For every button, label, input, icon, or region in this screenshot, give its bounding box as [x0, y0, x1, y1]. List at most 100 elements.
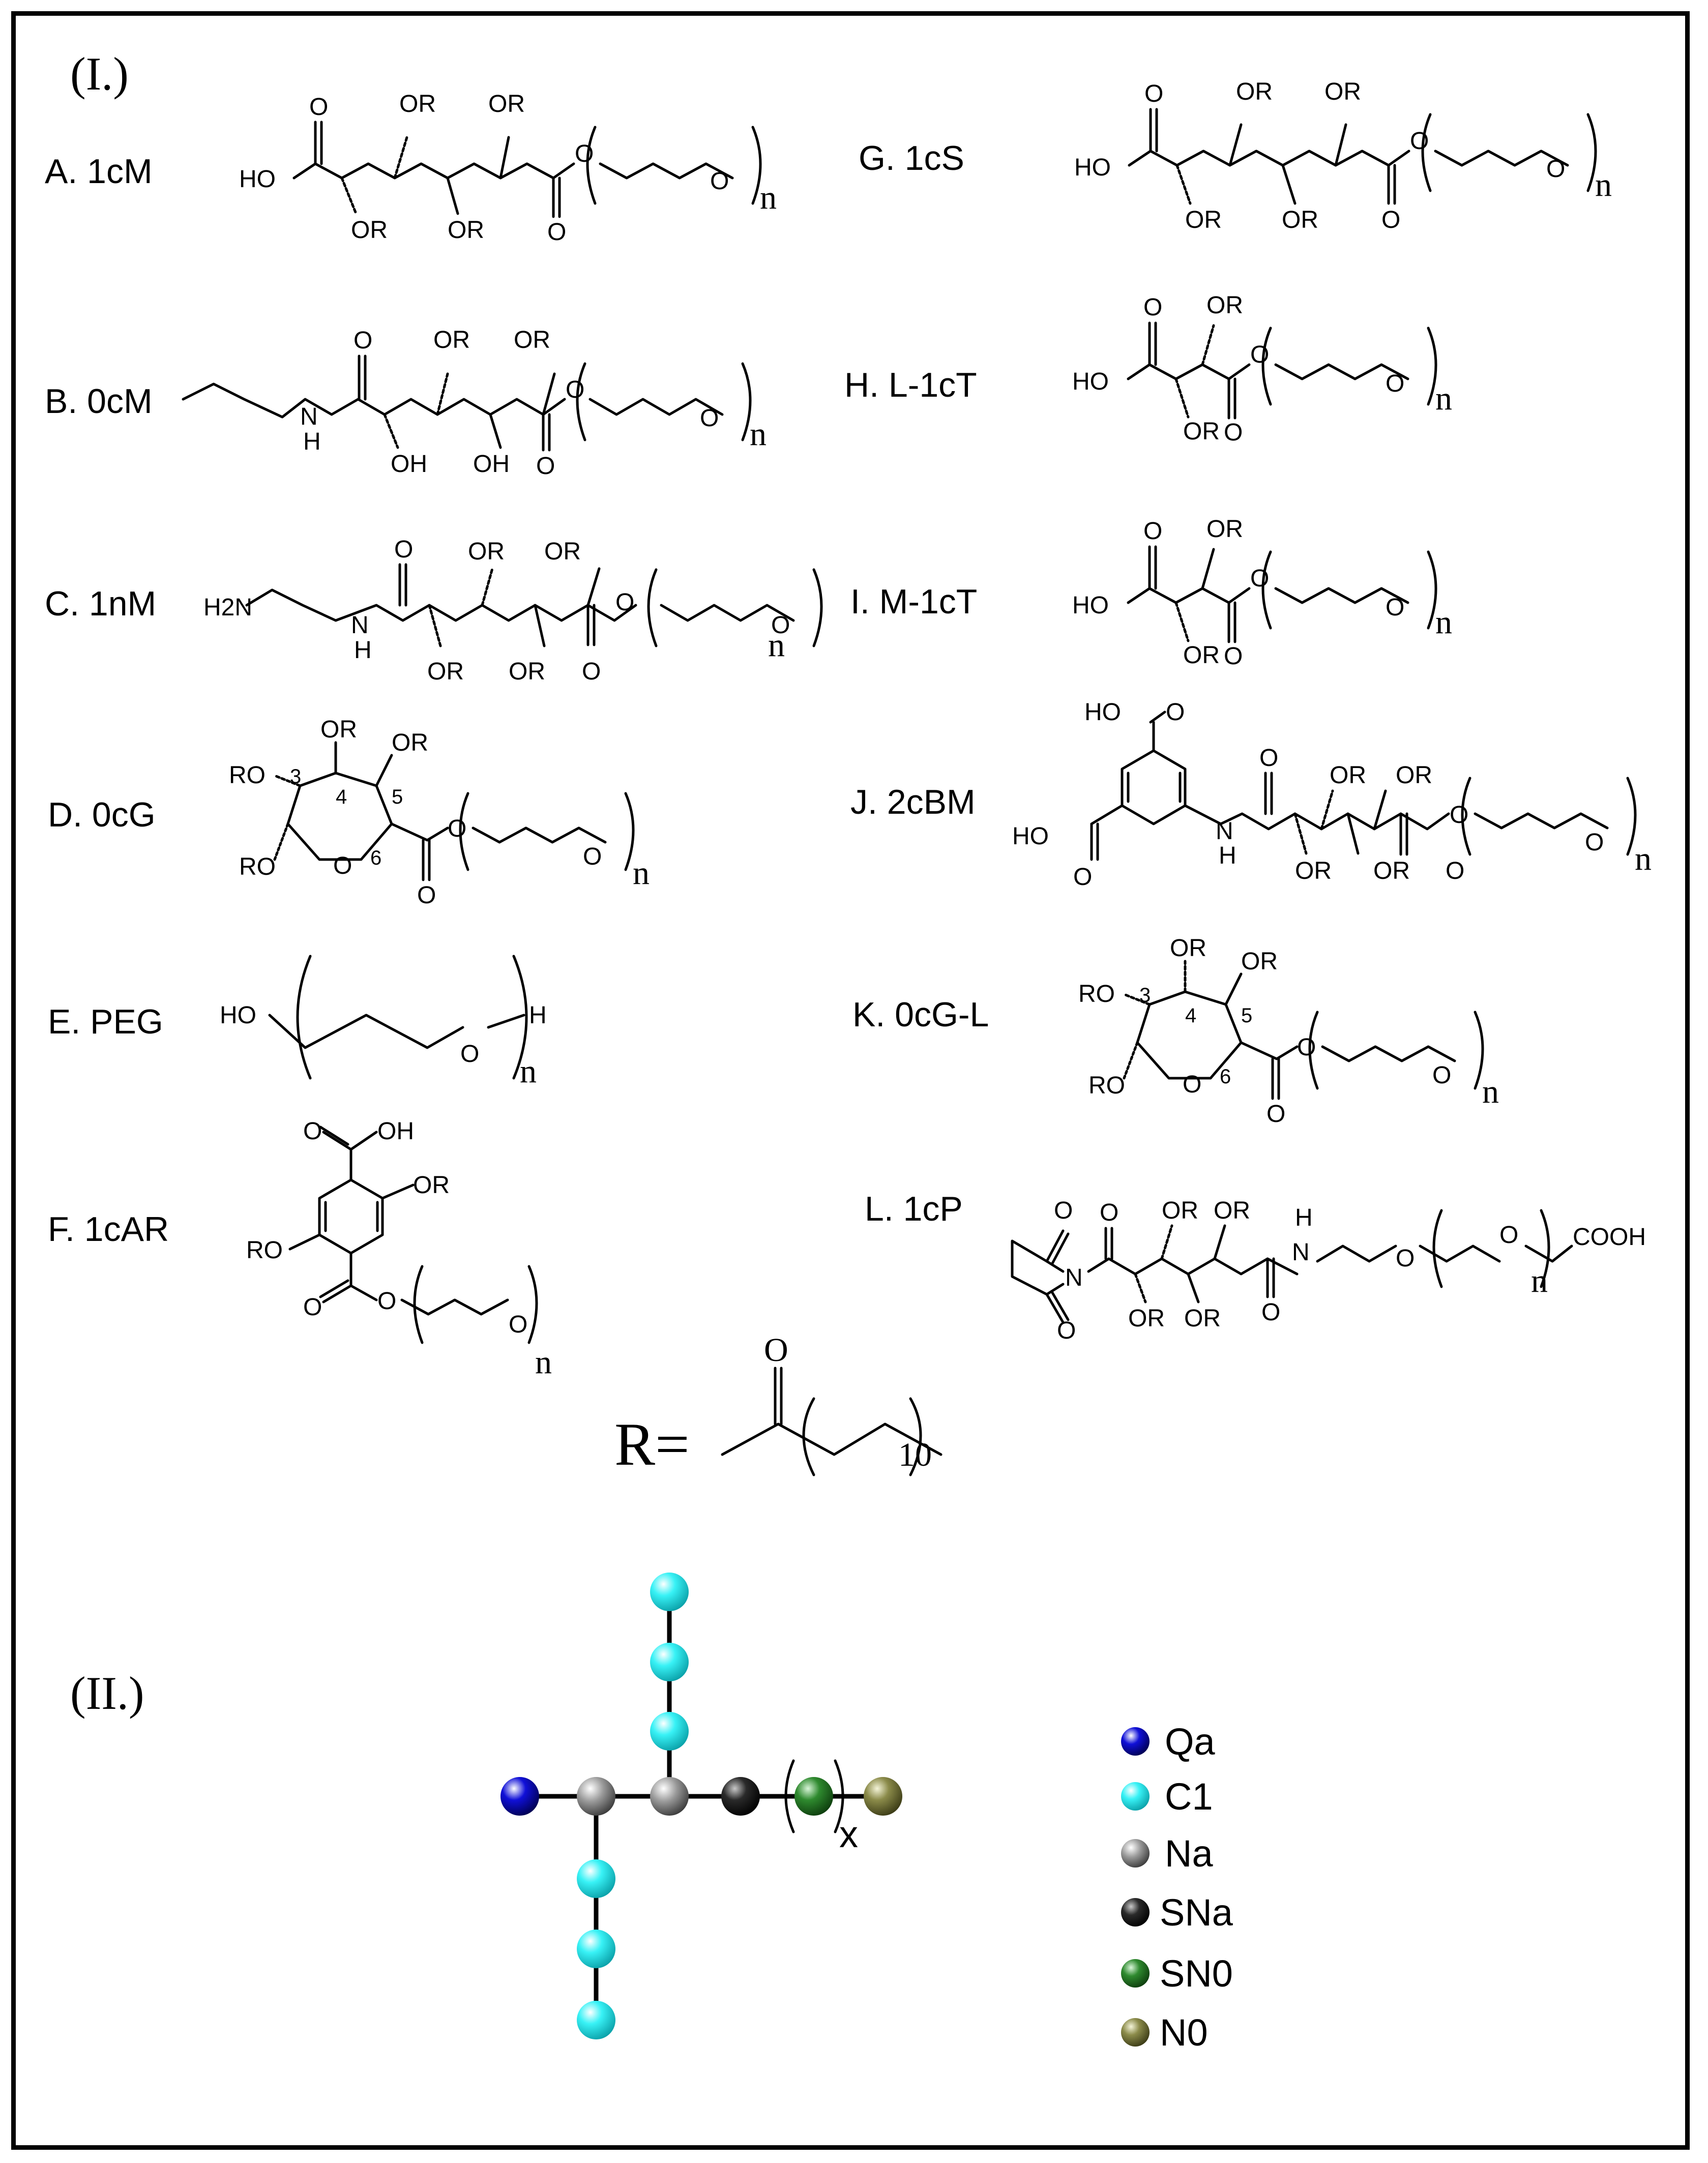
bead-c1: [577, 1859, 615, 1898]
bead-c1: [650, 1573, 689, 1611]
atom-label: O: [1166, 699, 1185, 726]
section-heading-2: (II.): [70, 1667, 144, 1719]
atom-label: O: [1432, 1062, 1451, 1089]
atom-label: O: [615, 589, 634, 616]
structure-j: HO O HO O N H O OR OR OR OR O O O n: [1012, 699, 1652, 891]
compound-label-b: B. 0cM: [45, 382, 153, 421]
legend-swatch-qa: [1121, 1727, 1150, 1756]
atom-label: OR: [1184, 1305, 1221, 1332]
atom-label: HO: [1074, 154, 1111, 181]
atom-label: O: [1143, 294, 1162, 321]
atom-label: O: [1386, 370, 1404, 397]
atom-label: OR: [1324, 78, 1361, 105]
atom-label: O: [303, 1294, 322, 1321]
atom-label: O: [764, 1331, 788, 1369]
atom-label: OH: [391, 451, 427, 478]
compound-label-j: J. 2cBM: [850, 783, 976, 821]
atom-label: O: [582, 658, 601, 685]
atom-label: O: [536, 453, 555, 480]
atom-label: RO: [229, 762, 266, 789]
atom-label: O: [1143, 518, 1162, 545]
r-group-label: R=: [614, 1410, 690, 1478]
atom-label: OR: [1295, 857, 1332, 884]
atom-label: O: [1450, 802, 1468, 828]
structure-h: HO O OR OR O O O n: [1072, 292, 1452, 446]
position-label: 4: [336, 786, 347, 808]
figure-frame: [11, 11, 1690, 2150]
atom-label: O: [547, 219, 566, 246]
bead-c1: [577, 2001, 615, 2039]
atom-label: HO: [1072, 592, 1109, 619]
atom-label: O: [710, 168, 729, 195]
atom-label: O: [1259, 745, 1278, 772]
atom-label: O: [1054, 1197, 1073, 1224]
compound-label-a: A. 1cM: [45, 152, 153, 191]
atom-label: OR: [544, 538, 581, 565]
atom-label: OR: [1206, 292, 1243, 319]
atom-label: N: [1292, 1239, 1310, 1266]
atom-label: H: [529, 1002, 547, 1029]
atom-label: O: [1224, 643, 1243, 670]
atom-label: HO: [239, 166, 276, 193]
repeat-label: n: [1531, 1262, 1548, 1299]
atom-label: O: [1261, 1299, 1280, 1326]
atom-label: OH: [377, 1118, 414, 1145]
atom-label: H2N: [203, 594, 252, 621]
atom-label: O: [1297, 1034, 1316, 1061]
atom-label: OR: [427, 658, 464, 685]
atom-label: OR: [392, 729, 428, 756]
atom-label: OR: [1396, 762, 1432, 789]
position-label: 3: [290, 765, 301, 788]
atom-label: OR: [1282, 206, 1318, 233]
atom-label: H: [1295, 1204, 1313, 1231]
compound-label-g: G. 1cS: [859, 139, 964, 177]
legend-label-c1: C1: [1165, 1775, 1213, 1818]
atom-label: H: [1219, 842, 1236, 869]
position-label: 3: [1139, 984, 1151, 1006]
atom-label: OR: [448, 217, 484, 244]
repeat-label: n: [1435, 380, 1452, 417]
atom-label: O: [1073, 864, 1092, 891]
atom-label: O: [1585, 829, 1604, 856]
structure-b: N H O OH OR OH OR O O O n: [182, 327, 767, 480]
atom-label: O: [1381, 206, 1400, 233]
atom-label: N: [1065, 1264, 1083, 1291]
atom-label: HO: [1084, 699, 1121, 726]
r-group-definition: R= O 10: [614, 1331, 943, 1478]
atom-label: OR: [1183, 418, 1220, 445]
atom-label: O: [377, 1288, 396, 1315]
legend-label-qa: Qa: [1165, 1721, 1216, 1763]
atom-label: O: [354, 327, 372, 354]
atom-label: OR: [509, 658, 545, 685]
bead-legend: Qa C1 Na SNa SN0 N0: [1121, 1721, 1233, 2054]
legend-label-sn0: SN0: [1160, 1952, 1233, 1995]
atom-label: O: [1396, 1245, 1415, 1272]
repeat-label: n: [535, 1344, 552, 1381]
repeat-label: 10: [898, 1436, 932, 1473]
position-label: 6: [1220, 1065, 1231, 1088]
atom-label: OR: [1183, 642, 1220, 669]
atom-label: OR: [1162, 1197, 1198, 1224]
atom-label: OR: [351, 217, 388, 244]
structure-i: HO O OR OR O O O n: [1072, 516, 1452, 670]
atom-label: O: [448, 815, 466, 842]
atom-label: OR: [320, 716, 357, 743]
atom-label: O: [1224, 419, 1243, 446]
bead-qa: [500, 1777, 539, 1816]
compound-label-d: D. 0cG: [48, 795, 156, 834]
atom-label: OR: [468, 538, 505, 565]
atom-label: OR: [1206, 516, 1243, 543]
atom-label: O: [1057, 1317, 1076, 1344]
compound-label-k: K. 0cG-L: [852, 995, 989, 1034]
compound-label-h: H. L-1cT: [844, 366, 977, 404]
atom-label: O: [1546, 156, 1565, 183]
atom-label: OR: [413, 1172, 450, 1199]
atom-label: OR: [1128, 1305, 1165, 1332]
repeat-label: n: [633, 854, 650, 892]
atom-label: O: [583, 843, 602, 870]
repeat-label: n: [1435, 604, 1452, 641]
repeat-label: n: [520, 1053, 537, 1090]
atom-label: RO: [246, 1237, 283, 1264]
compound-label-i: I. M-1cT: [850, 582, 977, 621]
